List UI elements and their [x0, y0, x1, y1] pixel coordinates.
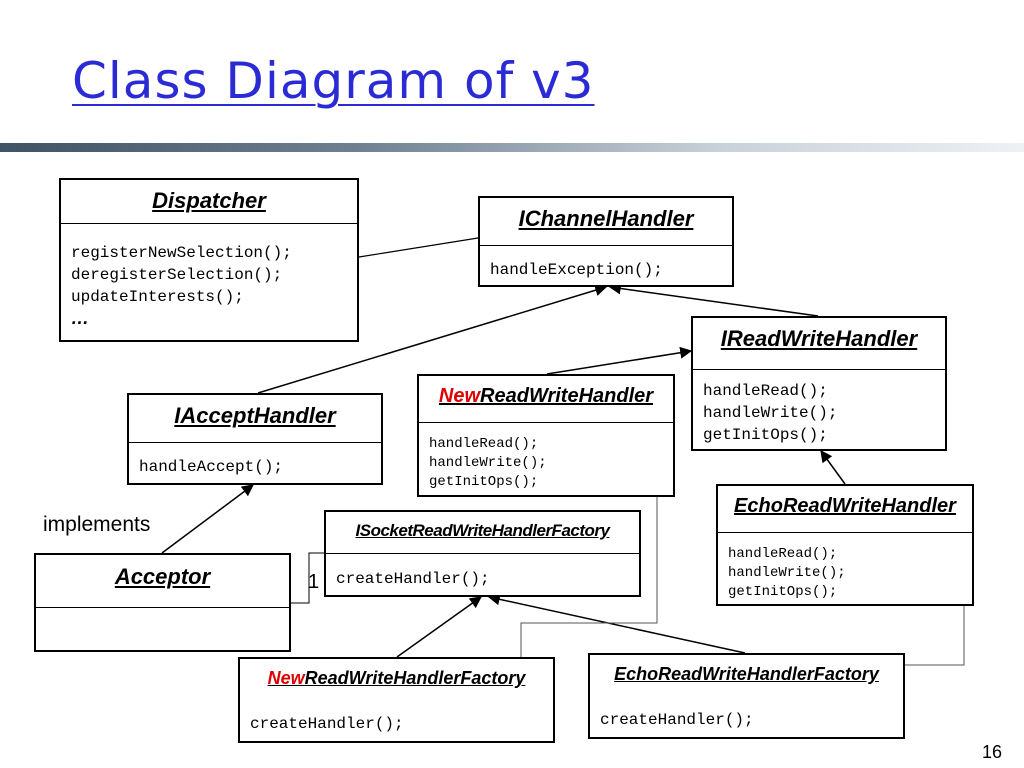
method: handleWrite(); [429, 455, 547, 471]
class-ireadwritehandler: IReadWriteHandler handleRead(); handleWr… [691, 316, 947, 451]
method: registerNewSelection(); [71, 244, 292, 262]
class-newreadwritehandlerfactory: NewReadWriteHandlerFactory createHandler… [238, 657, 555, 743]
line-newfactory-newrwh [520, 497, 658, 657]
class-name-isocketreadwritehandlerfactory: ISocketReadWriteHandlerFactory [326, 512, 639, 554]
class-name-dispatcher: Dispatcher [61, 180, 357, 224]
line-acceptor-isocketfactory [291, 552, 324, 604]
page-number: 16 [982, 742, 1003, 762]
class-name-suffix: ReadWriteHandler [480, 385, 654, 407]
ellipsis: … [71, 308, 89, 328]
class-echoreadwritehandlerfactory: EchoReadWriteHandlerFactory createHandle… [588, 653, 905, 739]
method: getInitOps(); [728, 584, 838, 600]
line-echofactory-echorwh [905, 606, 965, 666]
line-newfactory-isocketfactory [396, 596, 482, 658]
class-name-echoreadwritehandlerfactory: EchoReadWriteHandlerFactory [614, 664, 879, 684]
method: handleRead(); [429, 436, 539, 452]
line-echorwh-ireadwritehandler [820, 450, 846, 485]
line-iaccepthandler-ichannelhandler [257, 284, 608, 394]
class-body-ichannelhandler: handleException(); [480, 246, 732, 280]
class-body-iaccepthandler: handleAccept(); [129, 443, 381, 477]
class-body-ireadwritehandler: handleRead(); handleWrite(); getInitOps(… [693, 370, 945, 446]
method: updateInterests(); [71, 288, 244, 306]
class-name-ireadwritehandler: IReadWriteHandler [693, 318, 945, 370]
class-name-suffix: ReadWriteHandlerFactory [304, 668, 526, 688]
class-ichannelhandler: IChannelHandler handleException(); [478, 196, 734, 287]
class-name-newreadwritehandler: NewReadWriteHandler [419, 376, 673, 423]
class-body-newreadwritehandlerfactory: createHandler(); [240, 700, 553, 734]
class-name-prefix: New [438, 385, 481, 407]
line-newrwh-ireadwritehandler [546, 346, 693, 375]
class-body-isocketreadwritehandlerfactory: createHandler(); [326, 554, 639, 589]
class-dispatcher: Dispatcher registerNewSelection(); dereg… [59, 178, 359, 342]
slide-title: Class Diagram of v3 [72, 52, 595, 110]
class-name-acceptor: Acceptor [36, 555, 289, 608]
method: createHandler(); [336, 570, 490, 588]
title-divider-band [0, 143, 1024, 152]
line-acceptor-iaccepthandler [161, 484, 254, 554]
class-echoreadwritehandler: EchoReadWriteHandler handleRead(); handl… [716, 484, 974, 606]
multiplicity-label: 1 [308, 571, 320, 593]
method: handleException(); [490, 261, 663, 279]
line-echofactory-isocketfactory [487, 593, 746, 654]
class-body-dispatcher: registerNewSelection(); deregisterSelect… [61, 224, 357, 328]
method: createHandler(); [600, 711, 754, 729]
class-iaccepthandler: IAcceptHandler handleAccept(); [127, 393, 383, 485]
method: handleWrite(); [703, 404, 838, 422]
class-name-newreadwritehandlerfactory: NewReadWriteHandlerFactory [240, 659, 553, 700]
class-body-acceptor [36, 608, 289, 648]
class-name-ichannelhandler: IChannelHandler [480, 198, 732, 246]
method: handleWrite(); [728, 565, 846, 581]
class-name-prefix: New [267, 668, 305, 688]
class-body-newreadwritehandler: handleRead(); handleWrite(); getInitOps(… [419, 423, 673, 492]
method: createHandler(); [250, 715, 404, 733]
class-body-echoreadwritehandler: handleRead(); handleWrite(); getInitOps(… [718, 533, 972, 602]
class-isocketreadwritehandlerfactory: ISocketReadWriteHandlerFactory createHan… [324, 510, 641, 597]
line-dispatcher-ichannelhandler [358, 237, 479, 258]
line-ireadwritehandler-ichannelhandler [608, 282, 819, 317]
method: getInitOps(); [703, 426, 828, 444]
class-acceptor: Acceptor [34, 553, 291, 652]
implements-label: implements [43, 513, 151, 536]
method: deregisterSelection(); [71, 266, 283, 284]
method: handleRead(); [728, 546, 838, 562]
method: handleRead(); [703, 382, 828, 400]
method: handleAccept(); [139, 458, 284, 476]
class-name-iaccepthandler: IAcceptHandler [129, 395, 381, 443]
class-newreadwritehandler: NewReadWriteHandler handleRead(); handle… [417, 374, 675, 497]
class-body-echoreadwritehandlerfactory: createHandler(); [590, 696, 903, 730]
class-name-echoreadwritehandler: EchoReadWriteHandler [718, 486, 972, 533]
method: getInitOps(); [429, 474, 539, 490]
